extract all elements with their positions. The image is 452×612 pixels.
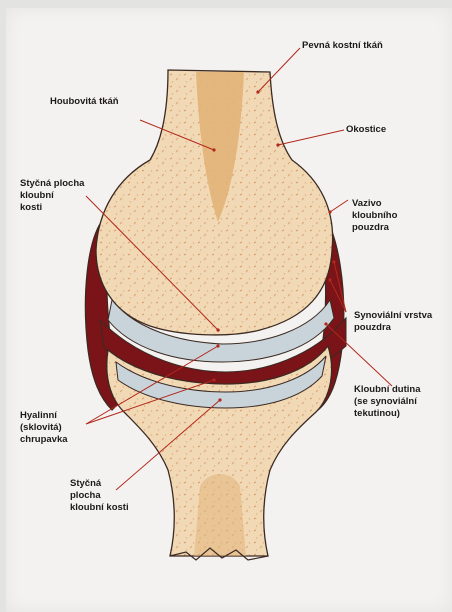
label-compact-bone: Pevná kostní tkáň [302, 40, 383, 52]
label-periosteum: Okostice [346, 124, 386, 136]
label-spongy-tissue: Houbovitá tkáň [50, 96, 119, 108]
label-hyaline-cartilage: Hyalinní (sklovitá) chrupavka [20, 410, 68, 446]
label-articular-surface-top: Styčná plocha kloubní kosti [20, 178, 84, 214]
lower-spongy-core [194, 474, 246, 556]
label-synovial-layer: Synoviální vrstva pouzdra [354, 310, 432, 334]
label-articular-surface-bottom: Styčná plocha kloubní kosti [70, 478, 129, 514]
label-fibrous-capsule: Vazivo kloubního pouzdra [352, 198, 397, 234]
label-joint-cavity: Kloubní dutina (se synoviální tekutinou) [354, 384, 421, 420]
